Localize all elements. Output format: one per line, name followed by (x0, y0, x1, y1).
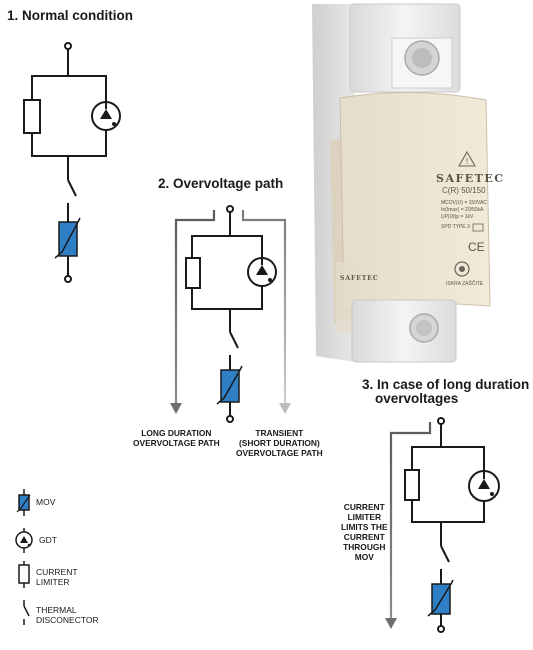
section3-title-line1: 3. In case of long duration (362, 377, 530, 392)
product-specs: MCOV(U) = 150VAC In(Imax) = 20/50kA UP(U… (441, 200, 487, 220)
legend-limiter-label: CURRENT LIMITER (36, 567, 78, 587)
mov-symbol (58, 221, 78, 257)
section1-title: 1. Normal condition (7, 8, 134, 23)
terminal-top (64, 42, 72, 50)
svg-text:!: ! (466, 157, 468, 166)
transient-label: TRANSIENT (SHORT DURATION) OVERVOLTAGE P… (236, 428, 323, 458)
product-maker: ISKRA ZAŠČITE (446, 281, 484, 287)
section3-title-line2: overvoltages (375, 391, 459, 406)
product-brand: SAFETEC (436, 172, 505, 185)
legend-symbols (15, 489, 33, 625)
product-ce-mark: CE (468, 240, 485, 254)
thermal-disconnector-symbol (67, 179, 77, 197)
product-type-label: SPD TYPE 3 (441, 224, 470, 230)
long-duration-circuit (385, 417, 500, 633)
legend-disconnector-label: THERMAL DISCONECTOR (36, 605, 99, 625)
product-model: C(R) 50/150 (442, 186, 486, 195)
legend-limiter-icon (18, 564, 30, 584)
legend-disconnector-icon (23, 605, 30, 617)
limiter-note: CURRENT LIMITER LIMITS THE CURRENT THROU… (341, 502, 388, 562)
product-side-brand: SAFETEC (340, 275, 379, 282)
legend-mov-label: MOV (36, 497, 56, 507)
long-duration-label: LONG DURATION OVERVOLTAGE PATH (133, 428, 220, 448)
section2-title: 2. Overvoltage path (158, 176, 284, 191)
spd-product-photo: ! (312, 3, 491, 363)
legend-gdt-label: GDT (39, 535, 57, 545)
normal-condition-circuit (23, 42, 121, 283)
current-limiter-symbol (23, 99, 41, 134)
overvoltage-path-circuit (170, 205, 291, 423)
